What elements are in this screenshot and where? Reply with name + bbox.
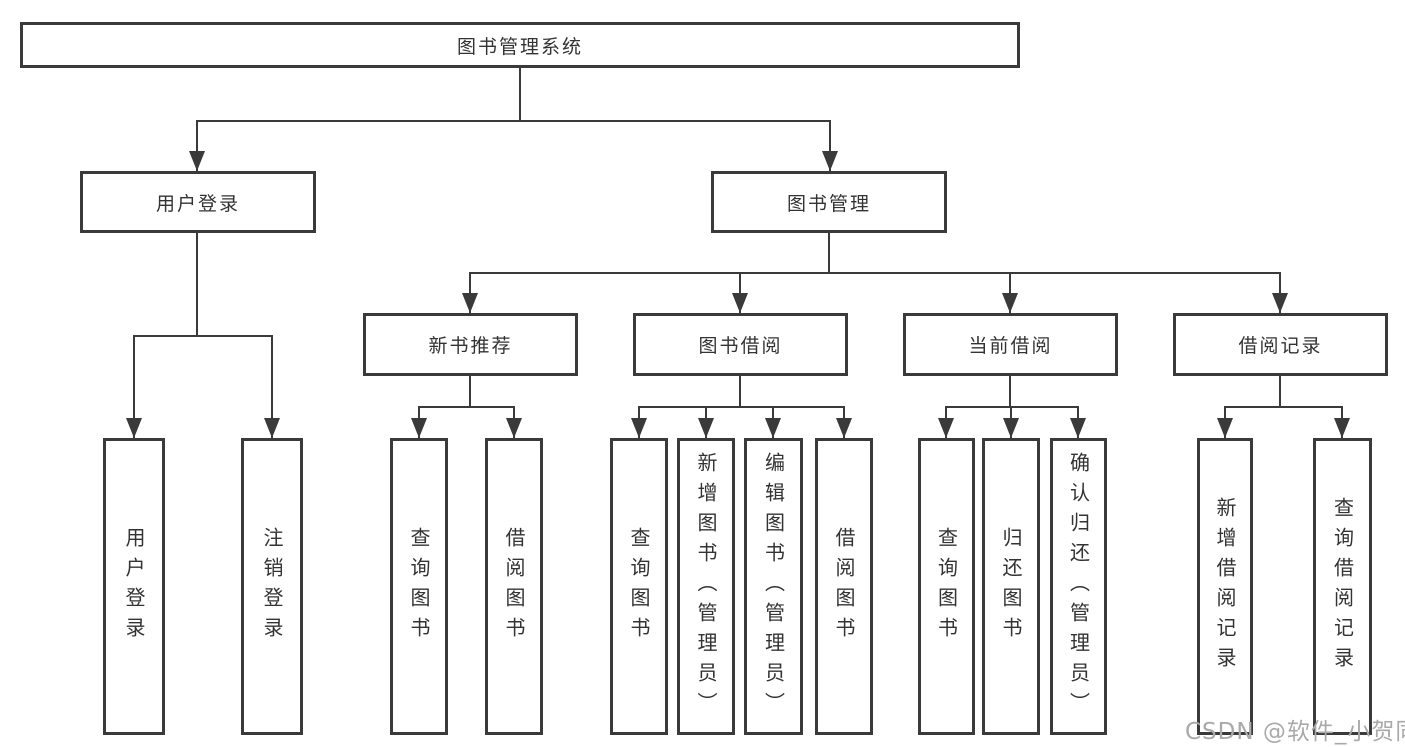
arrow-down-icon <box>1003 418 1019 438</box>
leaf-query-books-recommend: 查询图书 <box>390 438 448 735</box>
leaf-user-login-label: 用户登录 <box>122 526 146 647</box>
connector <box>469 272 1281 274</box>
connector <box>945 406 1079 408</box>
arrow-down-icon <box>1217 418 1233 438</box>
leaf-query-books-current-label: 查询图书 <box>934 526 959 647</box>
leaf-borrow-books-recommend-label: 借阅图书 <box>502 526 526 647</box>
leaf-logout-label: 注销登录 <box>260 526 284 647</box>
connector <box>1279 376 1281 406</box>
arrow-down-icon <box>732 293 748 313</box>
connector <box>133 335 135 438</box>
arrow-down-icon <box>822 151 838 171</box>
leaf-borrow-books-borrow: 借阅图书 <box>815 438 873 735</box>
connector <box>469 376 471 406</box>
arrow-down-icon <box>765 418 781 438</box>
leaf-borrow-books-recommend: 借阅图书 <box>485 438 543 735</box>
node-book-management: 图书管理 <box>711 171 947 233</box>
connector <box>133 335 273 337</box>
connector <box>739 376 741 406</box>
node-new-book-recommendation-label: 新书推荐 <box>428 335 513 357</box>
arrow-down-icon <box>264 418 280 438</box>
arrow-down-icon <box>506 418 522 438</box>
connector <box>1009 272 1011 313</box>
arrow-down-icon <box>698 418 714 438</box>
node-current-borrowing-label: 当前借阅 <box>968 335 1053 357</box>
leaf-query-books-borrow-label: 查询图书 <box>627 526 651 647</box>
leaf-borrow-books-borrow-label: 借阅图书 <box>832 526 856 647</box>
connector <box>1009 376 1011 406</box>
node-borrowing-records-label: 借阅记录 <box>1238 335 1323 357</box>
leaf-add-borrow-record: 新增借阅记录 <box>1197 438 1253 735</box>
leaf-edit-book-admin-label: 编辑图书（管理员） <box>761 451 786 722</box>
leaf-add-book-admin-label: 新增图书（管理员） <box>694 451 718 722</box>
connector <box>1224 406 1343 408</box>
leaf-user-login: 用户登录 <box>103 438 165 735</box>
arrow-down-icon <box>938 418 954 438</box>
node-root: 图书管理系统 <box>20 22 1020 68</box>
arrow-down-icon <box>1272 293 1288 313</box>
arrow-down-icon <box>411 418 427 438</box>
connector <box>196 120 198 171</box>
connector <box>829 120 831 171</box>
arrow-down-icon <box>836 418 852 438</box>
connector <box>418 406 515 408</box>
node-user-login-label: 用户登录 <box>155 192 240 215</box>
connector <box>469 272 471 313</box>
node-book-borrowing-label: 图书借阅 <box>698 335 783 357</box>
arrow-down-icon <box>631 418 647 438</box>
arrow-down-icon <box>126 418 142 438</box>
node-borrowing-records: 借阅记录 <box>1173 313 1388 376</box>
node-user-login: 用户登录 <box>80 171 316 233</box>
leaf-confirm-return-admin: 确认归还（管理员） <box>1050 438 1107 735</box>
leaf-confirm-return-admin-label: 确认归还（管理员） <box>1066 451 1091 722</box>
connector <box>638 406 845 408</box>
leaf-query-borrow-record-label: 查询借阅记录 <box>1330 496 1355 677</box>
leaf-add-borrow-record-label: 新增借阅记录 <box>1213 496 1237 677</box>
node-book-management-label: 图书管理 <box>786 192 871 215</box>
leaf-add-book-admin: 新增图书（管理员） <box>677 438 735 735</box>
node-root-label: 图书管理系统 <box>456 35 583 58</box>
connector <box>271 335 273 438</box>
connector <box>739 272 741 313</box>
watermark: CSDN @软件_小贺同学 <box>1185 719 1405 745</box>
connector <box>519 68 521 120</box>
arrow-down-icon <box>189 151 205 171</box>
arrow-down-icon <box>1002 293 1018 313</box>
leaf-query-books-borrow: 查询图书 <box>610 438 668 735</box>
node-book-borrowing: 图书借阅 <box>633 313 848 376</box>
arrow-down-icon <box>1334 418 1350 438</box>
connector <box>828 233 830 272</box>
connector <box>196 120 831 122</box>
connector <box>196 233 198 335</box>
leaf-query-books-recommend-label: 查询图书 <box>407 526 431 647</box>
arrow-down-icon <box>1070 418 1086 438</box>
leaf-edit-book-admin: 编辑图书（管理员） <box>744 438 803 735</box>
node-current-borrowing: 当前借阅 <box>903 313 1118 376</box>
node-new-book-recommendation: 新书推荐 <box>363 313 578 376</box>
arrow-down-icon <box>462 293 478 313</box>
leaf-return-book-label: 归还图书 <box>999 526 1023 647</box>
leaf-query-books-current: 查询图书 <box>918 438 975 735</box>
leaf-return-book: 归还图书 <box>982 438 1040 735</box>
connector <box>1279 272 1281 313</box>
leaf-query-borrow-record: 查询借阅记录 <box>1313 438 1372 735</box>
leaf-logout: 注销登录 <box>241 438 303 735</box>
